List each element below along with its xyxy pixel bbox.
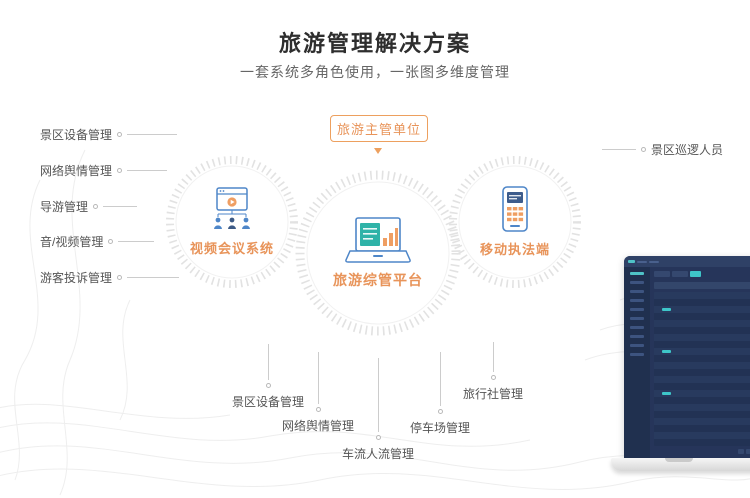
dashboard-menu-item <box>630 317 644 320</box>
left-item-scenic-equipment: 景区设备管理 <box>40 126 178 143</box>
laptop-mockup <box>611 256 750 471</box>
connector-dot <box>265 383 271 388</box>
connector-dot <box>315 407 321 412</box>
connector-line <box>602 149 636 150</box>
bottom-item-label: 停车场管理 <box>409 421 470 435</box>
dashboard-menu-item <box>630 281 644 284</box>
circle-video-conference: 视频会议系统 <box>165 155 299 289</box>
bottom-item-scenic-equipment: 景区设备管理 <box>208 344 328 410</box>
circle-mobile-enforcement: 移动执法端 <box>448 155 582 289</box>
dashboard-menu-item <box>630 299 644 302</box>
connector-line <box>118 241 155 242</box>
mobile-terminal-icon <box>502 186 528 232</box>
connector-dot <box>93 204 99 209</box>
dashboard-menu-item <box>630 335 644 338</box>
dashboard-menu-item <box>630 353 644 356</box>
dashboard-topbar-item <box>649 260 659 263</box>
dashboard-menu-item <box>630 326 644 329</box>
left-item-label: 音/视频管理 <box>40 235 104 249</box>
connector-dot <box>437 409 443 414</box>
dashboard-logo <box>628 260 635 263</box>
connector-dot <box>641 147 646 152</box>
dashboard-main <box>650 267 750 458</box>
connector-dot <box>375 435 381 440</box>
connector-dot <box>490 375 496 380</box>
bottom-item-parking: 停车场管理 <box>380 352 500 436</box>
dashboard-table-rows <box>654 292 750 446</box>
left-item-public-opinion: 网络舆情管理 <box>40 162 168 179</box>
circle-label-platform: 旅游综管平台 <box>333 271 423 288</box>
circle-platform: 旅游综管平台 <box>294 169 462 337</box>
connector-line <box>267 344 269 380</box>
left-item-label: 景区设备管理 <box>40 128 113 142</box>
left-item-tourist-complaints: 游客投诉管理 <box>40 269 180 286</box>
connector-line <box>127 277 180 278</box>
left-item-label: 导游管理 <box>40 200 89 214</box>
dashboard-topbar <box>624 256 750 267</box>
dashboard-sidebar <box>624 267 650 458</box>
dashboard-menu-item <box>630 344 644 347</box>
connector-line <box>492 342 494 372</box>
laptop-base <box>611 458 750 471</box>
connector-dot <box>117 168 123 173</box>
connector-dot <box>117 132 123 137</box>
bottom-item-label: 旅行社管理 <box>462 387 523 401</box>
bottom-item-travel-agency: 旅行社管理 <box>433 342 553 402</box>
bottom-item-label: 网络舆情管理 <box>281 419 354 433</box>
connector-line <box>317 352 319 404</box>
left-item-label: 网络舆情管理 <box>40 164 113 178</box>
dashboard-topbar-item <box>637 260 647 263</box>
page-title: 旅游管理解决方案 <box>278 31 471 56</box>
dashboard-menu-item <box>630 272 644 275</box>
dashboard-pagination <box>654 449 750 454</box>
bottom-item-traffic-flow: 车流人流管理 <box>318 358 438 462</box>
connector-line <box>377 358 379 432</box>
authority-badge: 旅游主管单位 <box>330 115 428 142</box>
connector-dot <box>108 239 114 244</box>
video-conference-icon <box>213 187 250 229</box>
connector-line <box>439 352 441 406</box>
connector-line <box>103 206 138 207</box>
dashboard-laptop-icon <box>345 216 411 263</box>
dashboard-menu-item <box>630 308 644 311</box>
dashboard-menu-item <box>630 290 644 293</box>
down-arrow-icon <box>374 148 382 154</box>
bottom-item-public-opinion: 网络舆情管理 <box>258 352 378 434</box>
circle-label-mobile-enforcement: 移动执法端 <box>479 242 550 257</box>
laptop-screen-dashboard <box>624 256 750 458</box>
left-item-audio-video: 音/视频管理 <box>40 233 155 250</box>
circle-label-video-conference: 视频会议系统 <box>189 241 274 256</box>
bottom-item-label: 景区设备管理 <box>231 395 304 409</box>
left-item-label: 游客投诉管理 <box>40 271 113 285</box>
dashboard-table-header <box>654 282 750 289</box>
dashboard-filter-bar <box>654 271 750 279</box>
left-item-guide-management: 导游管理 <box>40 198 138 215</box>
authority-badge-label: 旅游主管单位 <box>336 122 421 137</box>
connector-line <box>127 134 178 135</box>
page-subtitle: 一套系统多角色使用，一张图多维度管理 <box>240 64 510 80</box>
bottom-item-label: 车流人流管理 <box>341 447 414 461</box>
connector-line <box>127 170 168 171</box>
right-item-label: 景区巡逻人员 <box>651 143 724 157</box>
connector-dot <box>117 275 123 280</box>
right-item-patrol-staff: 景区巡逻人员 <box>602 141 723 158</box>
